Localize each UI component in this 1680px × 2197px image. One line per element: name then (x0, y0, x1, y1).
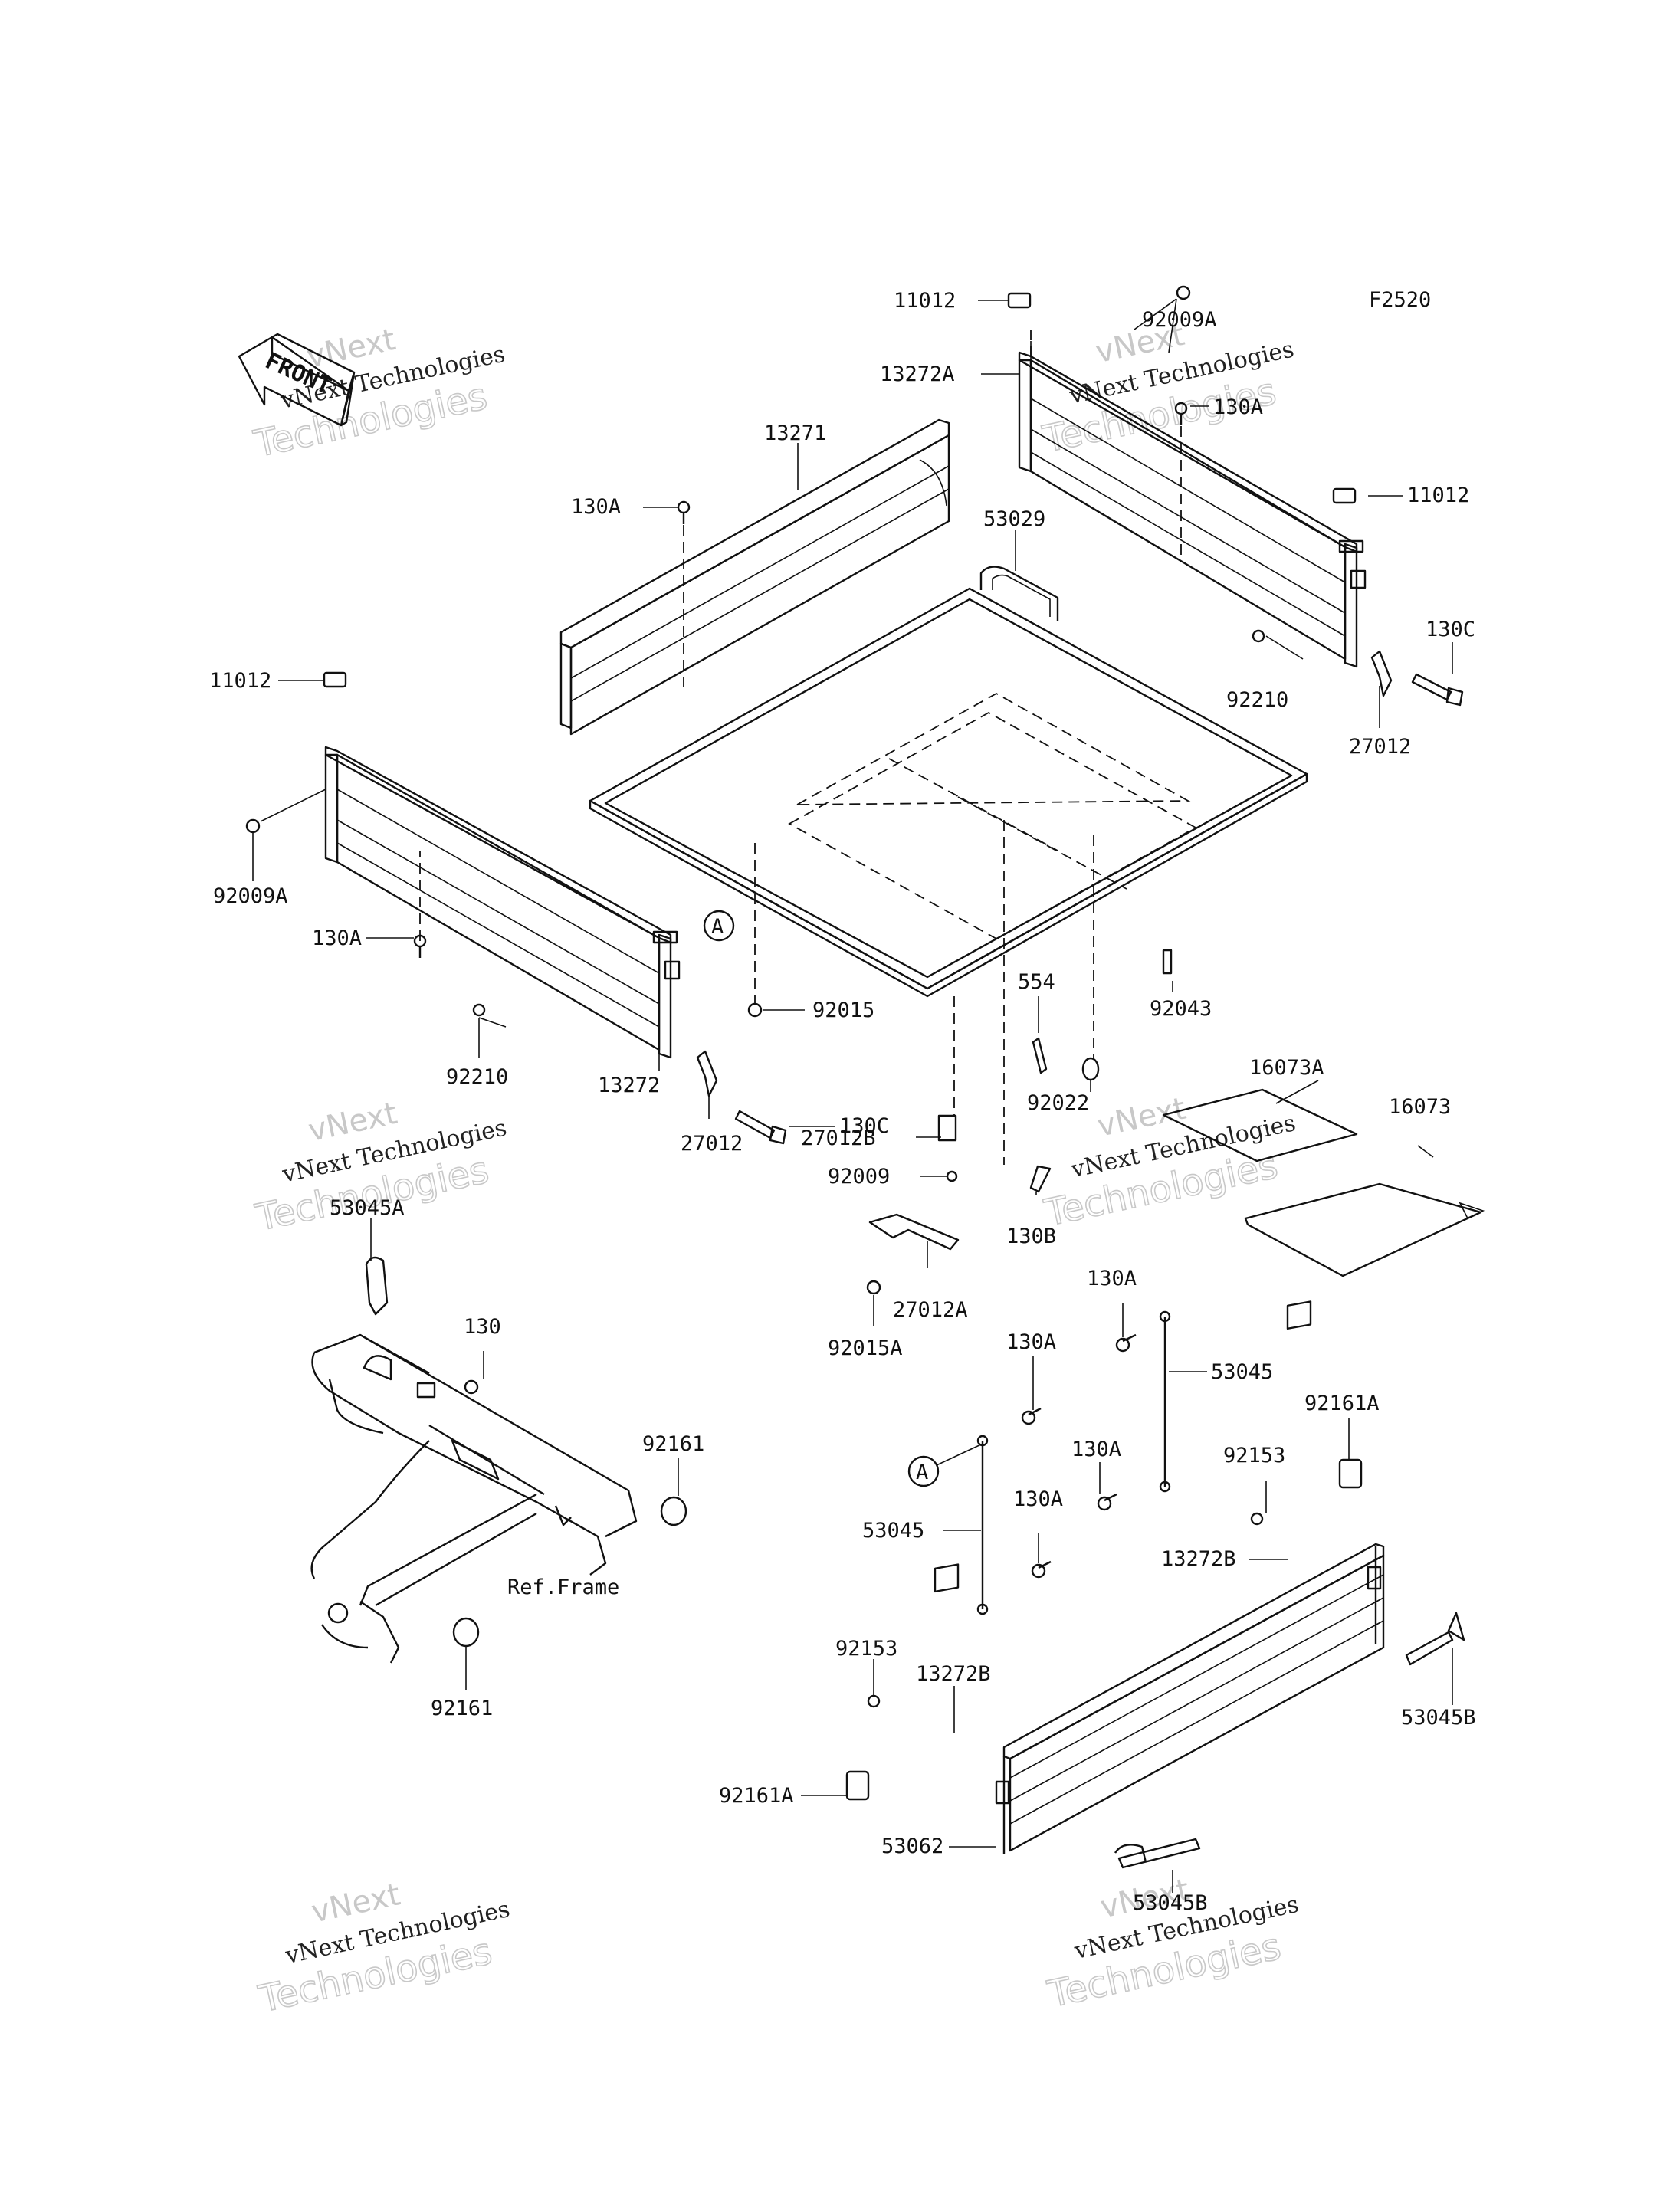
side-panel-13272 (324, 746, 681, 1059)
label-92161a: 92161A (719, 1784, 794, 1808)
label-13272b: 13272B (916, 1662, 991, 1686)
label-16073: 16073 (1389, 1095, 1451, 1119)
label-92015: 92015 (812, 998, 874, 1022)
label-53045: 53045 (862, 1519, 924, 1543)
label-13272a: 13272A (880, 362, 955, 386)
hinge-13272b-left (934, 1563, 960, 1593)
label-13272b: 13272B (1161, 1547, 1236, 1571)
label-92161: 92161 (642, 1432, 704, 1456)
label-130a: 130A (1071, 1438, 1121, 1461)
bolt-130c-left (734, 1110, 787, 1145)
handle-53045a (365, 1256, 389, 1316)
latch-27012-right (1370, 650, 1393, 697)
label-11012: 11012 (209, 669, 271, 693)
label-11012: 11012 (1407, 484, 1469, 507)
label-53045b: 53045B (1401, 1706, 1476, 1730)
rear-panel-13271 (559, 418, 950, 736)
label-130c: 130C (1426, 618, 1475, 641)
label-53062: 53062 (881, 1835, 943, 1858)
cap-11012-left (323, 671, 347, 688)
label-92210: 92210 (446, 1065, 508, 1089)
label-130b: 130B (1006, 1225, 1056, 1248)
frame-reference (310, 1333, 687, 1664)
leader-lines (252, 298, 1453, 1893)
label-92153: 92153 (835, 1637, 897, 1661)
watermark-top-left: vNext vNext Technologies Technologies (249, 322, 507, 467)
check-strap-53045-upper (1159, 1310, 1171, 1493)
diagram-code: F2520 (1369, 288, 1431, 312)
label-11012: 11012 (894, 289, 956, 313)
bed-pan-53029 (589, 566, 1308, 998)
svg-text:A: A (711, 915, 724, 939)
label-53029: 53029 (983, 507, 1045, 531)
label-27012: 27012 (1349, 735, 1411, 759)
label-27012a: 27012A (893, 1298, 968, 1322)
label-92022: 92022 (1027, 1091, 1089, 1115)
label-53045a: 53045A (330, 1196, 405, 1220)
part-labels: 11012 92009A 13272A 130A 13271 11012 530… (209, 289, 1476, 1915)
latch-27012-left (696, 1050, 718, 1097)
label-92009a: 92009A (213, 884, 288, 908)
callout-a-lower: A (907, 1455, 940, 1487)
label-27012b: 27012B (801, 1126, 876, 1150)
cap-11012-top (1007, 292, 1032, 309)
watermark-bottom-right: vNext vNext Technologies Technologies (1043, 1872, 1301, 2017)
label-92015a: 92015A (828, 1336, 903, 1360)
label-92161a: 92161A (1304, 1392, 1380, 1415)
cap-11012-right (1332, 487, 1357, 504)
tailgate-53062 (995, 1543, 1385, 1854)
bolt-130c-right (1411, 673, 1464, 707)
label-92043: 92043 (1150, 997, 1212, 1021)
label-130a: 130A (312, 926, 362, 950)
label-92009: 92009 (828, 1165, 890, 1189)
check-strap-53045-lower (976, 1435, 989, 1615)
label-92009a: 92009A (1142, 308, 1217, 332)
callout-a-upper: A (703, 910, 735, 942)
svg-text:A: A (916, 1461, 928, 1484)
label-130a: 130A (1013, 1487, 1063, 1511)
label-13271: 13271 (764, 421, 826, 445)
mat-16073a (1162, 1088, 1358, 1162)
label-53045b: 53045B (1133, 1891, 1208, 1915)
label-92161: 92161 (431, 1697, 493, 1720)
label-13272: 13272 (598, 1074, 660, 1097)
label-130a: 130A (571, 495, 621, 519)
label-ref-frame: Ref.Frame (507, 1576, 619, 1599)
hinge-13272b-right (1286, 1300, 1312, 1330)
bumper-92161a-left (845, 1770, 870, 1801)
label-130c: 130C (839, 1114, 889, 1138)
label-130a: 130A (1087, 1267, 1137, 1290)
latch-handle-53045b-bottom (1114, 1838, 1201, 1869)
label-92210: 92210 (1226, 688, 1288, 712)
label-130: 130 (464, 1315, 501, 1339)
watermark-bottom-left: vNext vNext Technologies Technologies (254, 1877, 513, 2022)
label-27012: 27012 (681, 1132, 743, 1156)
label-16073a: 16073A (1249, 1056, 1324, 1080)
label-554: 554 (1018, 970, 1055, 994)
latch-handle-53045b-right (1405, 1612, 1465, 1666)
label-130a: 130A (1213, 395, 1263, 419)
bumper-92161a-right (1338, 1458, 1363, 1489)
label-53045: 53045 (1211, 1360, 1273, 1384)
mat-16073 (1244, 1182, 1485, 1277)
label-130a: 130A (1006, 1330, 1056, 1354)
label-92153: 92153 (1223, 1444, 1285, 1467)
